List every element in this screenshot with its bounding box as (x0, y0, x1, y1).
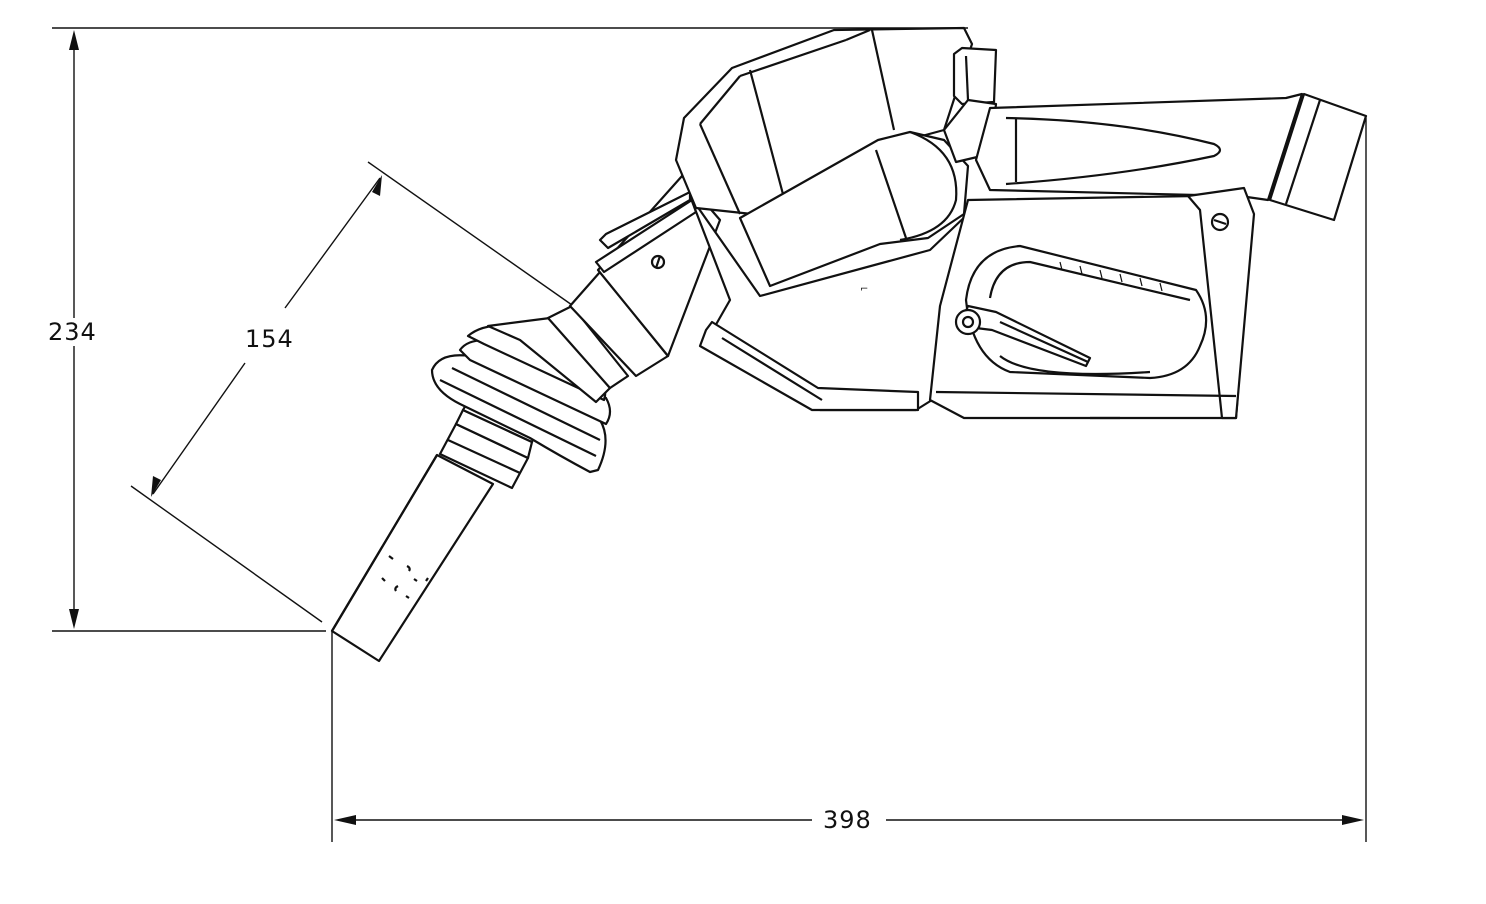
nozzle-length-value: 154 (245, 325, 294, 353)
width-value: 398 (823, 806, 872, 834)
height-value: 234 (48, 318, 97, 346)
dimension-height: 234 (48, 27, 968, 632)
dimension-width: 398 (331, 118, 1367, 842)
spout-holes (381, 555, 429, 599)
arrowhead-lower (151, 476, 161, 497)
handle-screw (1210, 212, 1230, 232)
dimension-nozzle-length: 154 (130, 161, 573, 623)
arrowhead-upper (372, 175, 382, 196)
spout-sleeve (568, 174, 722, 378)
sleeve-screw (650, 254, 666, 270)
arrowhead-right (1342, 815, 1364, 825)
trigger-lever (954, 304, 1092, 368)
nozzle-spout (330, 396, 538, 663)
arrowhead-top (69, 30, 79, 50)
nozzle-handle (928, 92, 1368, 420)
guard-hatching (1059, 261, 1163, 292)
arrowhead-bottom (69, 609, 79, 629)
nozzle-body: ⌐ (674, 26, 998, 412)
splash-guard (430, 304, 630, 474)
arrowhead-left (334, 815, 356, 825)
trigger-pivot (954, 308, 982, 336)
body-mark: ⌐ (860, 284, 868, 295)
